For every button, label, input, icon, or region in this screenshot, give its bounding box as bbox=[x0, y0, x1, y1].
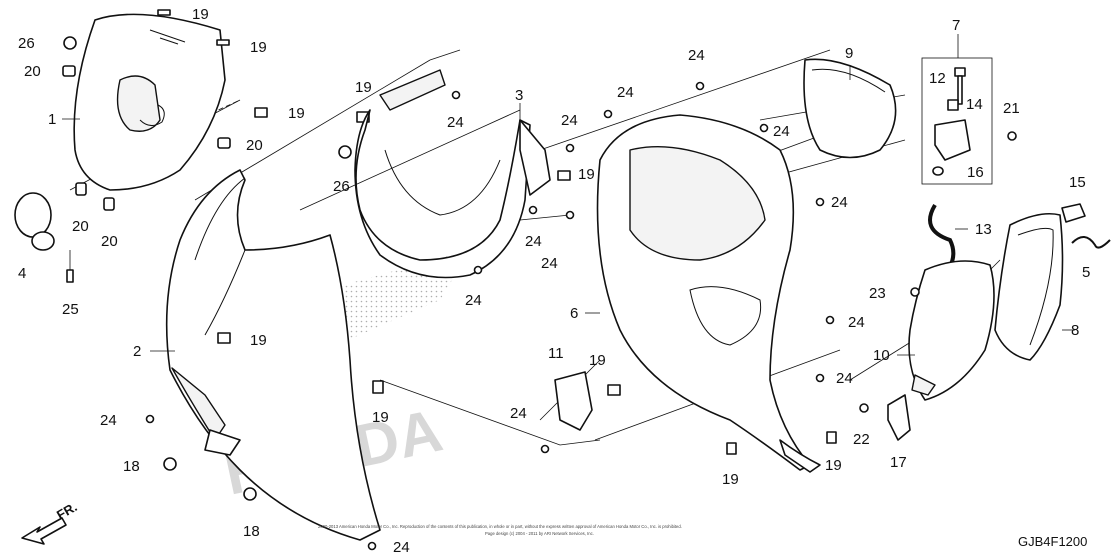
callout-labels: 1 2 3 4 5 6 7 8 9 10 11 12 13 14 15 16 1… bbox=[18, 6, 1090, 556]
callout-2: 2 bbox=[133, 343, 141, 360]
callout-23: 23 bbox=[869, 285, 886, 302]
part-12-screw bbox=[954, 67, 966, 105]
callout-17: 17 bbox=[890, 454, 907, 471]
callout-24l: 24 bbox=[100, 412, 117, 429]
callout-24n: 24 bbox=[393, 539, 410, 556]
callout-15: 15 bbox=[1069, 174, 1086, 191]
part-21-screw bbox=[1007, 131, 1017, 141]
callout-24j: 24 bbox=[848, 314, 865, 331]
callout-13: 13 bbox=[975, 221, 992, 238]
callout-24h: 24 bbox=[465, 292, 482, 309]
front-direction-arrow: FR. bbox=[21, 499, 80, 545]
callout-24m: 24 bbox=[510, 405, 527, 422]
callout-20c: 20 bbox=[72, 218, 89, 235]
callout-10: 10 bbox=[873, 347, 890, 364]
callout-11: 11 bbox=[548, 345, 564, 362]
callout-leaders bbox=[62, 34, 1075, 356]
callout-1: 1 bbox=[48, 111, 56, 128]
part-3-inner-frame bbox=[354, 69, 551, 279]
front-direction-label: FR. bbox=[54, 499, 80, 522]
callout-19a: 19 bbox=[192, 6, 209, 23]
part-16-lock-body bbox=[932, 119, 971, 176]
callout-19g: 19 bbox=[589, 352, 606, 369]
callout-20b: 20 bbox=[246, 137, 263, 154]
callout-8: 8 bbox=[1071, 322, 1079, 339]
copyright-line-2: Page design (c) 2004 - 2011 by ARI Netwo… bbox=[485, 531, 594, 536]
part-2-front-cover bbox=[165, 169, 381, 541]
part-22-bolt bbox=[859, 403, 869, 413]
part-5-spring bbox=[1071, 236, 1111, 249]
callout-26b: 26 bbox=[333, 178, 350, 195]
callout-19h: 19 bbox=[372, 409, 389, 426]
callout-26a: 26 bbox=[18, 35, 35, 52]
callout-12: 12 bbox=[929, 70, 946, 87]
callout-20d: 20 bbox=[101, 233, 118, 250]
callout-18b: 18 bbox=[243, 523, 260, 540]
callout-9: 9 bbox=[845, 45, 853, 62]
callout-19c: 19 bbox=[288, 105, 305, 122]
callout-24a: 24 bbox=[688, 47, 705, 64]
callout-24c: 24 bbox=[617, 84, 634, 101]
callout-18a: 18 bbox=[123, 458, 140, 475]
callout-19i: 19 bbox=[722, 471, 739, 488]
callout-25: 25 bbox=[62, 301, 79, 318]
callout-20a: 20 bbox=[24, 63, 41, 80]
callout-14: 14 bbox=[966, 96, 983, 113]
callout-19b: 19 bbox=[250, 39, 267, 56]
assembly-7-box bbox=[921, 57, 993, 185]
callout-19f: 19 bbox=[250, 332, 267, 349]
part-9-lid bbox=[803, 58, 897, 159]
part-26-bolt bbox=[63, 36, 352, 159]
callout-19d: 19 bbox=[355, 79, 372, 96]
callout-6: 6 bbox=[570, 305, 578, 322]
part-10-door bbox=[908, 260, 995, 401]
part-8-door-frame bbox=[994, 212, 1064, 361]
callout-19j: 19 bbox=[825, 457, 842, 474]
part-25-pin bbox=[66, 269, 74, 283]
part-6-inner-cover bbox=[596, 114, 821, 473]
callout-16: 16 bbox=[967, 164, 984, 181]
part-15-hinge bbox=[1061, 203, 1086, 223]
callout-24k: 24 bbox=[836, 370, 853, 387]
part-14-spring bbox=[947, 99, 959, 111]
part-20-clips bbox=[62, 65, 231, 211]
callout-21: 21 bbox=[1003, 100, 1020, 117]
part-1-inner-cover-panel bbox=[73, 13, 226, 191]
part-18-clips bbox=[163, 457, 257, 501]
callout-5: 5 bbox=[1082, 264, 1090, 281]
callout-7: 7 bbox=[952, 17, 960, 34]
callout-4: 4 bbox=[18, 265, 26, 282]
part-4-lock-ring bbox=[14, 192, 71, 275]
part-11-bracket bbox=[554, 371, 593, 431]
diagram-code: GJB4F1200 bbox=[1018, 534, 1087, 549]
callout-24d: 24 bbox=[561, 112, 578, 129]
callout-24b: 24 bbox=[447, 114, 464, 131]
part-23-bolt bbox=[910, 287, 920, 297]
part-17-bracket bbox=[887, 394, 911, 441]
part-24-bolts bbox=[145, 81, 835, 551]
copyright-line-1: 2000-2013 American Honda Motor Co., Inc.… bbox=[318, 524, 682, 529]
callout-24f: 24 bbox=[525, 233, 542, 250]
callout-24g: 24 bbox=[541, 255, 558, 272]
callout-22: 22 bbox=[853, 431, 870, 448]
callout-24e: 24 bbox=[773, 123, 790, 140]
callout-3: 3 bbox=[515, 87, 523, 104]
callout-19e: 19 bbox=[578, 166, 595, 183]
callout-24i: 24 bbox=[831, 194, 848, 211]
